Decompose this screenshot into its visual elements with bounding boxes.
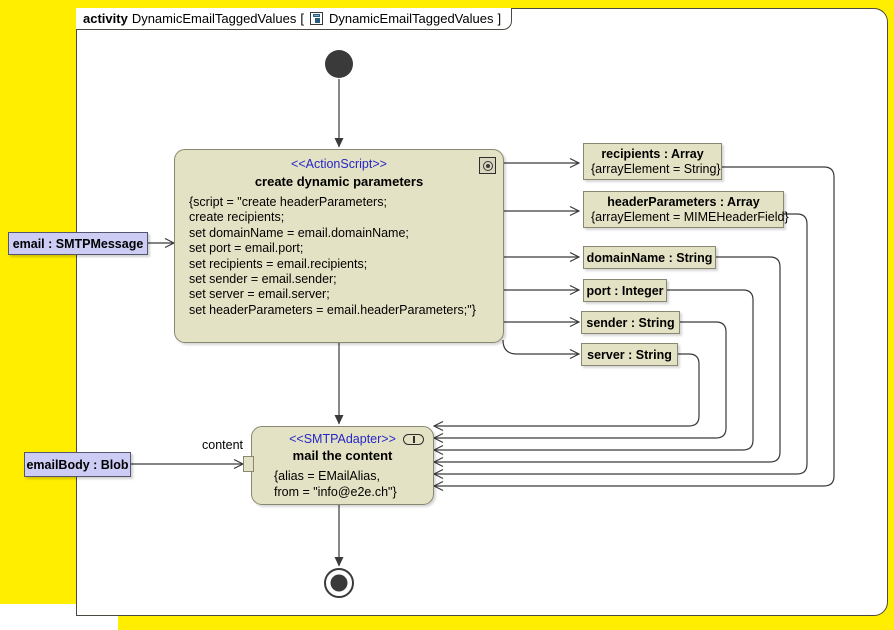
target-icon[interactable] [479, 157, 496, 174]
pin-title: sender : String [586, 315, 675, 330]
pill-icon[interactable] [403, 434, 424, 445]
diagram-icon [309, 12, 323, 25]
frame-header-tab: activity DynamicEmailTaggedValues [ Dyna… [76, 8, 513, 30]
output-pin-sender[interactable]: sender : String [581, 311, 680, 334]
external-input-emailbody[interactable]: emailBody : Blob [24, 452, 131, 477]
output-pin-domainname[interactable]: domainName : String [583, 246, 716, 269]
pin-title: server : String [587, 347, 672, 362]
input-pin-content[interactable] [243, 456, 254, 472]
frame-bracket-open: [ [300, 11, 304, 26]
action-mail-the-content[interactable]: <<SMTPAdapter>> mail the content {alias … [251, 426, 434, 505]
pin-title: recipients : Array [601, 147, 704, 161]
initial-node[interactable] [325, 50, 353, 78]
action-create-dynamic-parameters[interactable]: <<ActionScript>> create dynamic paramete… [174, 149, 504, 343]
adapter-tagged-values: {alias = EMailAlias, from = "info@e2e.ch… [274, 469, 397, 499]
output-pin-port[interactable]: port : Integer [583, 279, 667, 302]
action-stereotype: <<ActionScript>> [291, 157, 387, 171]
output-pin-headerparameters[interactable]: headerParameters : Array {arrayElement =… [583, 191, 789, 228]
pin-title: port : Integer [586, 283, 664, 298]
adapter-stereotype: <<SMTPAdapter>> [289, 432, 396, 446]
output-pin-recipients[interactable]: recipients : Array {arrayElement = Strin… [583, 143, 722, 180]
pin-subtitle: {arrayElement = String} [591, 162, 721, 176]
edge-label-content: content [202, 438, 244, 452]
output-pin-server[interactable]: server : String [581, 343, 678, 366]
frame-bracket-close: ] [497, 11, 502, 26]
action-name: create dynamic parameters [254, 174, 424, 189]
pin-subtitle: {arrayElement = MIMEHeaderField} [591, 210, 789, 224]
adapter-name: mail the content [292, 448, 393, 463]
frame-name: DynamicEmailTaggedValues [131, 11, 297, 26]
activity-final-node[interactable] [324, 568, 354, 598]
frame-bracket-label: DynamicEmailTaggedValues [328, 11, 494, 26]
action-script-body: {script = "create headerParameters; crea… [189, 195, 476, 317]
pin-title: domainName : String [586, 250, 713, 265]
pin-title: headerParameters : Array [607, 195, 760, 209]
frame-keyword: activity [83, 11, 128, 26]
external-input-email[interactable]: email : SMTPMessage [8, 232, 148, 255]
